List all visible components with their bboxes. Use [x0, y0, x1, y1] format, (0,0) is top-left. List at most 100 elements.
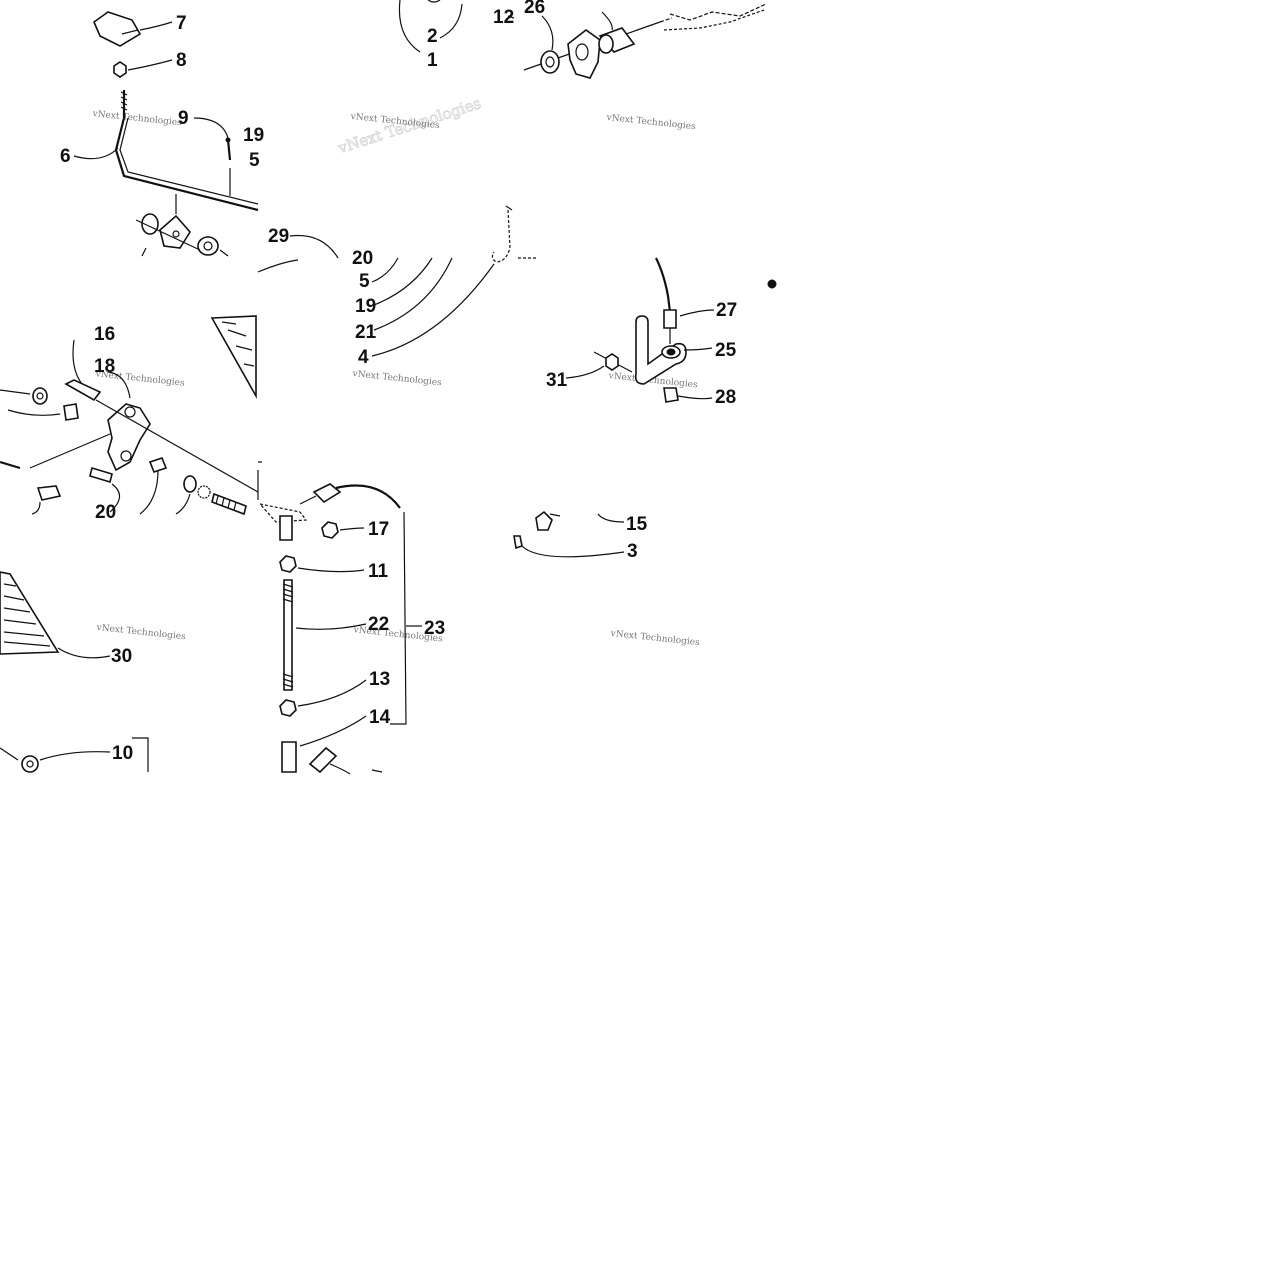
- spring-part: [491, 209, 511, 263]
- bolt-threads: [215, 495, 237, 511]
- callout-25: 25: [715, 340, 737, 361]
- cable-stipple-lower: [663, 9, 765, 31]
- decal-markings: [221, 321, 255, 367]
- leader-12: [507, 15, 515, 19]
- knob-part: [93, 11, 142, 47]
- rod-threads-bottom: [282, 673, 294, 688]
- washer-hole: [203, 241, 213, 251]
- bracket-hole: [124, 406, 136, 418]
- throttle-arm: [634, 315, 687, 385]
- leader-6: [73, 147, 119, 160]
- callout-26: 26: [524, 0, 545, 18]
- nut-part: [279, 555, 297, 573]
- leader-1: [398, 0, 421, 53]
- switch-leader: [601, 11, 613, 31]
- callout-5: 5: [249, 150, 260, 171]
- callout-15: 15: [626, 514, 648, 535]
- plate-hole: [172, 230, 180, 238]
- decal-text-lines: [3, 583, 51, 647]
- leader-31: [565, 365, 605, 379]
- callout-11: 11: [368, 561, 389, 582]
- leader-10: [39, 751, 111, 761]
- washer-part: [183, 475, 197, 493]
- leader-17: [339, 527, 365, 531]
- knob-detail: [121, 29, 139, 35]
- callout-21: 21: [355, 322, 377, 343]
- callout-12: 12: [493, 7, 514, 28]
- tile-bottom-left: 30 10: [0, 571, 149, 773]
- callout-13: 13: [369, 669, 390, 690]
- bushing-part: [148, 457, 168, 473]
- leader-21: [373, 257, 453, 331]
- bracket-10: [132, 737, 149, 772]
- leader-5: [371, 257, 399, 283]
- callout-1: 1: [427, 50, 438, 71]
- leader-22: [295, 623, 367, 630]
- lever-rod-edge: [119, 117, 259, 205]
- linkage-rod: [283, 579, 293, 691]
- part-edge: [427, 0, 441, 3]
- grommet-hole: [545, 56, 555, 68]
- callout-18: 18: [94, 356, 115, 377]
- lock-washer: [197, 485, 211, 499]
- nut-part: [113, 61, 127, 78]
- cable-housing: [655, 257, 672, 313]
- leader-11: [297, 567, 365, 573]
- callout-19: 19: [243, 125, 264, 146]
- leader-2: [439, 3, 463, 39]
- switch-face: [598, 34, 614, 54]
- tile-edge-lines: [141, 247, 229, 257]
- leader-19: [373, 257, 433, 306]
- plate-part: [159, 214, 191, 249]
- decal-corner: [210, 315, 257, 400]
- pin-part: [36, 485, 62, 501]
- callout-29: 29: [268, 226, 289, 247]
- tile-edge-part: [767, 279, 777, 289]
- leader-7: [139, 21, 173, 31]
- callout-31: 31: [546, 370, 568, 391]
- leader-15: [597, 513, 625, 523]
- tile-center: 29 20 5 19 21 4: [257, 205, 536, 368]
- arm-bushing: [663, 387, 679, 403]
- tile-edge-line: [257, 461, 262, 500]
- watermark: vNext Technologies: [609, 629, 700, 648]
- tile-bottom-right: 15 3: [513, 510, 648, 562]
- washer-hole: [36, 392, 44, 400]
- bracket-hole-lower: [120, 450, 132, 462]
- callout-7: 7: [176, 13, 187, 34]
- pin-head: [225, 137, 231, 143]
- leader-3: [521, 545, 625, 558]
- nut-part: [279, 699, 297, 717]
- leader-9: [193, 117, 229, 139]
- pivot-axis: [95, 399, 259, 493]
- tile-bottom-center: 17 11 22 23 13 14: [257, 461, 445, 775]
- tile-edge-line: [257, 259, 299, 273]
- grommet-part: [540, 50, 560, 74]
- watermark: vNext Technologies: [95, 623, 186, 642]
- leader-8: [127, 59, 173, 71]
- callout-6: 6: [60, 146, 71, 167]
- arm-nut: [605, 353, 619, 371]
- axis-line: [0, 747, 19, 761]
- leader-16: [72, 339, 83, 385]
- callout-14: 14: [369, 707, 391, 728]
- leader-washer: [175, 493, 191, 515]
- callout-20: 20: [352, 248, 373, 269]
- part-edge: [549, 513, 561, 517]
- leader-pin: [31, 501, 41, 515]
- grommet-hole: [26, 760, 34, 768]
- mount-plate: [567, 29, 601, 79]
- pin-part: [226, 139, 232, 161]
- bolt-part: [64, 379, 102, 402]
- tile-left-middle: 16 18 20: [0, 315, 259, 523]
- leader-28: [677, 395, 713, 400]
- leader-27: [679, 309, 715, 317]
- callout-22: 22: [368, 614, 389, 635]
- tile-edge-part: [513, 535, 523, 550]
- lever-rod: [114, 117, 259, 212]
- callout-27: 27: [716, 300, 737, 321]
- cable-fitting: [312, 483, 342, 504]
- cable-stipple: [659, 3, 767, 23]
- shaft-part: [0, 460, 21, 470]
- callout-3: 3: [627, 541, 638, 562]
